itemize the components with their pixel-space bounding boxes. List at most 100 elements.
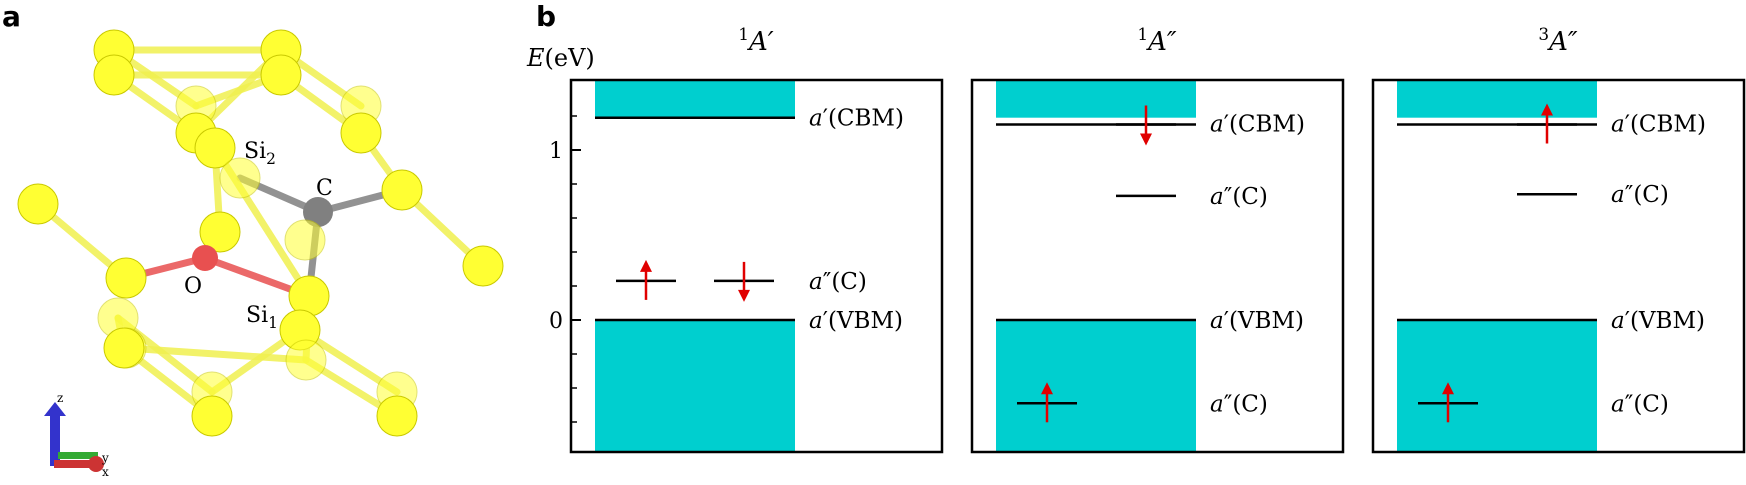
orbital-symbol: a <box>1210 184 1224 210</box>
level-label: a′(CBM) <box>1210 112 1305 138</box>
superscript: 1 <box>1137 24 1148 44</box>
silicon-atom <box>376 395 418 437</box>
state-title: 3A″ <box>1538 24 1578 57</box>
orbital-site: (C) <box>1232 391 1268 417</box>
prime: ″ <box>1224 184 1233 210</box>
si1-label: Si1 <box>246 303 278 332</box>
orbital-site: (C) <box>1633 182 1669 208</box>
state-title: 1A″ <box>1137 24 1177 57</box>
state-panel: 1A″a′(CBM)a″(C)a′(VBM)a″(C) <box>970 24 1345 454</box>
x-axis-head <box>88 456 104 472</box>
silicon-atom <box>191 395 233 437</box>
arrow-head <box>1041 382 1053 395</box>
orbital-site: (CBM) <box>1630 112 1706 138</box>
level-label: a′(CBM) <box>1611 112 1706 138</box>
state-panel: 3A″a′(CBM)a″(C)a′(VBM)a″(C) <box>1371 24 1746 454</box>
si2-label: Si2 <box>244 139 276 168</box>
silicon-atom <box>285 339 327 381</box>
conduction-band <box>595 80 795 118</box>
level-label: a′(VBM) <box>1611 308 1705 334</box>
arrow-head <box>640 259 652 272</box>
energy-axis-label: E(eV) <box>526 44 595 72</box>
term-symbol: A′ <box>747 27 774 57</box>
prime: ′ <box>1224 308 1229 334</box>
prime: ″ <box>1625 182 1634 208</box>
valence-band <box>1397 320 1597 452</box>
silicon-atom <box>105 257 147 299</box>
y-axis-label: y <box>101 451 109 465</box>
silicon-atom <box>260 54 302 96</box>
spin-up-arrow <box>1442 382 1454 423</box>
arrow-head <box>738 289 750 302</box>
orbital-symbol: a <box>1611 112 1625 138</box>
prime: ″ <box>1625 391 1634 417</box>
silicon-atom <box>219 157 261 199</box>
subscript: 1 <box>268 314 278 332</box>
orbital-site: (CBM) <box>1229 112 1305 138</box>
valence-band <box>595 320 795 452</box>
energy-level-diagram: E(eV)011A′a′(CBM)a″(C)a′(VBM)1A″a′(CBM)a… <box>526 24 1746 454</box>
silicon-atom <box>284 219 326 261</box>
axis-unit: (eV) <box>545 44 595 72</box>
prime: ′ <box>1625 112 1630 138</box>
orbital-symbol: a <box>1210 391 1224 417</box>
level-label: a″(C) <box>1611 182 1669 208</box>
orbital-site: (C) <box>1232 184 1268 210</box>
axis-symbol: E <box>526 44 545 72</box>
element-symbol: Si <box>246 303 268 328</box>
silicon-atom <box>462 245 504 287</box>
orbital-symbol: a <box>1611 182 1625 208</box>
panel-a-letter: a <box>2 0 21 33</box>
spin-down-arrow <box>738 261 750 302</box>
valence-band <box>996 320 1196 452</box>
conduction-band <box>996 80 1196 118</box>
prime: ″ <box>823 269 832 295</box>
orbital-site: (VBM) <box>828 308 903 334</box>
orbital-site: (CBM) <box>828 106 904 132</box>
level-label: a′(VBM) <box>809 308 903 334</box>
level-label: a″(C) <box>1210 391 1268 417</box>
arrow-head <box>1442 382 1454 395</box>
level-label: a′(CBM) <box>809 106 904 132</box>
arrow-head <box>1140 133 1152 146</box>
tick-label: 0 <box>549 309 563 334</box>
orbital-symbol: a <box>1611 308 1625 334</box>
conduction-band <box>1397 80 1597 118</box>
level-label: a′(VBM) <box>1210 308 1304 334</box>
level-label: a″(C) <box>809 269 867 295</box>
carbon-atom <box>303 197 333 227</box>
prime: ″ <box>1224 391 1233 417</box>
prime: ′ <box>1224 112 1229 138</box>
orbital-site: (C) <box>831 269 867 295</box>
y-axis-shaft <box>58 452 98 459</box>
axis-triad: zyx <box>44 391 109 479</box>
term-symbol: A″ <box>1547 27 1578 57</box>
carbon-label: C <box>316 176 333 201</box>
orbital-site: (VBM) <box>1229 308 1304 334</box>
x-axis-label: x <box>102 465 109 479</box>
prime: ′ <box>1625 308 1630 334</box>
orbital-symbol: a <box>809 106 823 132</box>
silicon-atom <box>288 275 330 317</box>
spin-down-arrow <box>1140 105 1152 146</box>
subscript: 2 <box>266 150 276 168</box>
element-symbol: Si <box>244 139 266 164</box>
state-panel: 1A′a′(CBM)a″(C)a′(VBM) <box>569 24 944 454</box>
level-label: a″(C) <box>1611 391 1669 417</box>
orbital-symbol: a <box>809 308 823 334</box>
state-title: 1A′ <box>738 24 774 57</box>
z-axis-head <box>44 402 66 416</box>
orbital-site: (C) <box>1633 391 1669 417</box>
prime: ′ <box>823 308 828 334</box>
superscript: 1 <box>738 24 749 44</box>
level-label: a″(C) <box>1210 184 1268 210</box>
superscript: 3 <box>1538 24 1549 44</box>
silicon-atom <box>194 127 236 169</box>
oxygen-label: O <box>184 274 202 299</box>
panel-frame <box>569 78 944 454</box>
z-axis-shaft <box>50 416 60 466</box>
silicon-atom <box>340 112 382 154</box>
tick-label: 1 <box>549 139 563 164</box>
